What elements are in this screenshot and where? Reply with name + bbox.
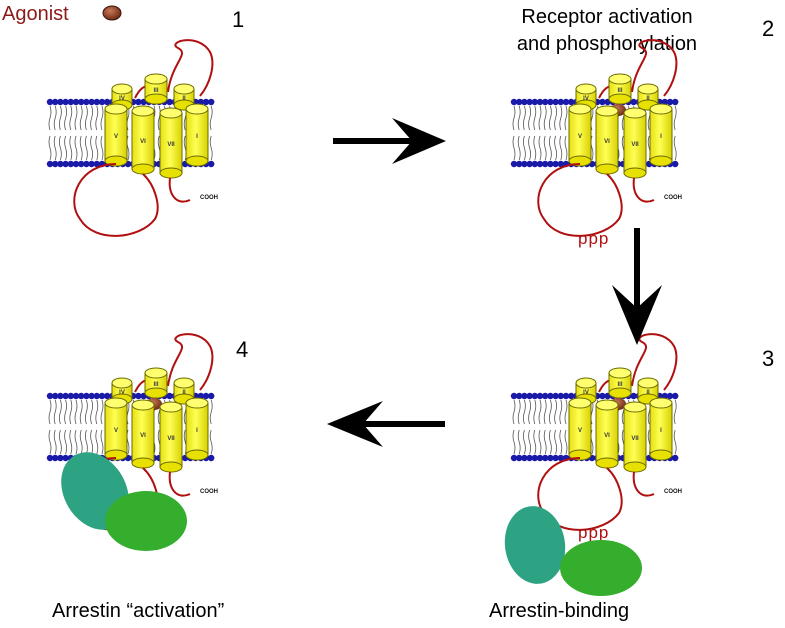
helix-label: III <box>153 382 158 388</box>
helix: I <box>649 103 673 167</box>
helix-label: V <box>578 134 582 140</box>
arrestin-n-domain <box>504 506 566 584</box>
agonist-molecule-icon <box>102 5 122 21</box>
c-terminal-tail <box>632 177 655 203</box>
cterm-label: COOH <box>200 489 218 495</box>
intracellular-loop <box>73 163 159 237</box>
step-2-title-line-2: and phosphorylation <box>517 33 697 55</box>
helix: III <box>144 367 168 399</box>
helix-label: II <box>646 390 650 396</box>
arrow-down-icon <box>612 228 662 345</box>
step-1-number: 1 <box>232 7 244 32</box>
helix-label: III <box>153 88 158 94</box>
helix-label: IV <box>583 390 589 396</box>
helix-label: VII <box>631 142 639 148</box>
helix-label: VI <box>140 139 146 145</box>
helix: VI <box>595 105 619 175</box>
helix: VI <box>131 399 155 469</box>
helix-label: IV <box>119 96 125 102</box>
helix-label: VII <box>631 436 639 442</box>
agonist-label: Agonist <box>2 3 69 25</box>
helix-label: II <box>182 390 186 396</box>
helix-label: III <box>617 382 622 388</box>
helix: II <box>173 377 195 405</box>
helix: VII <box>623 107 647 179</box>
helix-label: I <box>660 134 662 140</box>
helix-label: IV <box>583 96 589 102</box>
helix: I <box>185 397 209 461</box>
phosphorylation-label: ppp <box>578 229 609 248</box>
arrow-left-icon <box>327 401 445 447</box>
helix: VI <box>131 105 155 175</box>
phosphorylation-label: ppp <box>578 523 609 542</box>
extracellular-loop <box>167 333 214 391</box>
helix-label: I <box>660 428 662 434</box>
step-4-number: 4 <box>236 337 248 362</box>
cterm-label: COOH <box>664 489 682 495</box>
intracellular-loop <box>537 457 623 531</box>
extracellular-loop <box>167 39 214 97</box>
helix: V <box>568 103 592 167</box>
helix-label: I <box>196 134 198 140</box>
c-terminal-tail <box>632 471 655 497</box>
helix: III <box>144 73 168 105</box>
c-terminal-tail <box>168 177 191 203</box>
helix: III <box>608 367 632 399</box>
helix-label: II <box>646 96 650 102</box>
helix: V <box>104 103 128 167</box>
arrow-right-icon <box>333 118 446 164</box>
helix: VII <box>623 401 647 473</box>
helix-label: III <box>617 88 622 94</box>
helix: VI <box>595 399 619 469</box>
helix-label: IV <box>119 390 125 396</box>
helix-label: V <box>114 428 118 434</box>
helix: III <box>608 73 632 105</box>
helix-label: V <box>578 428 582 434</box>
helix: VII <box>159 401 183 473</box>
extracellular-loop <box>631 333 678 391</box>
helix: I <box>649 397 673 461</box>
arrestin-icon <box>504 506 642 596</box>
helix-label: II <box>182 96 186 102</box>
step-2-title-line-1: Receptor activation <box>521 6 692 28</box>
cterm-label: COOH <box>200 195 218 201</box>
helix: II <box>637 83 659 111</box>
step-3-caption: Arrestin-binding <box>489 600 629 622</box>
helix: II <box>637 377 659 405</box>
extracellular-loop <box>631 39 678 97</box>
helix: V <box>104 397 128 461</box>
helix-label: VII <box>167 436 175 442</box>
cterm-label: COOH <box>664 195 682 201</box>
step-3-number: 3 <box>762 346 774 371</box>
helix-label: V <box>114 134 118 140</box>
step-2-number: 2 <box>762 16 774 41</box>
helix-label: VI <box>604 139 610 145</box>
intracellular-loop <box>537 163 623 237</box>
arrestin-icon <box>61 452 187 551</box>
arrestin-c-domain <box>105 491 187 551</box>
arrestin-c-domain <box>560 540 642 596</box>
helix-label: I <box>196 428 198 434</box>
helix-label: VI <box>604 433 610 439</box>
helix-label: VI <box>140 433 146 439</box>
helix: V <box>568 397 592 461</box>
helix-label: VII <box>167 142 175 148</box>
helix: VII <box>159 107 183 179</box>
helix: I <box>185 103 209 167</box>
c-terminal-tail <box>168 471 191 497</box>
step-4-caption: Arrestin “activation” <box>52 600 224 622</box>
